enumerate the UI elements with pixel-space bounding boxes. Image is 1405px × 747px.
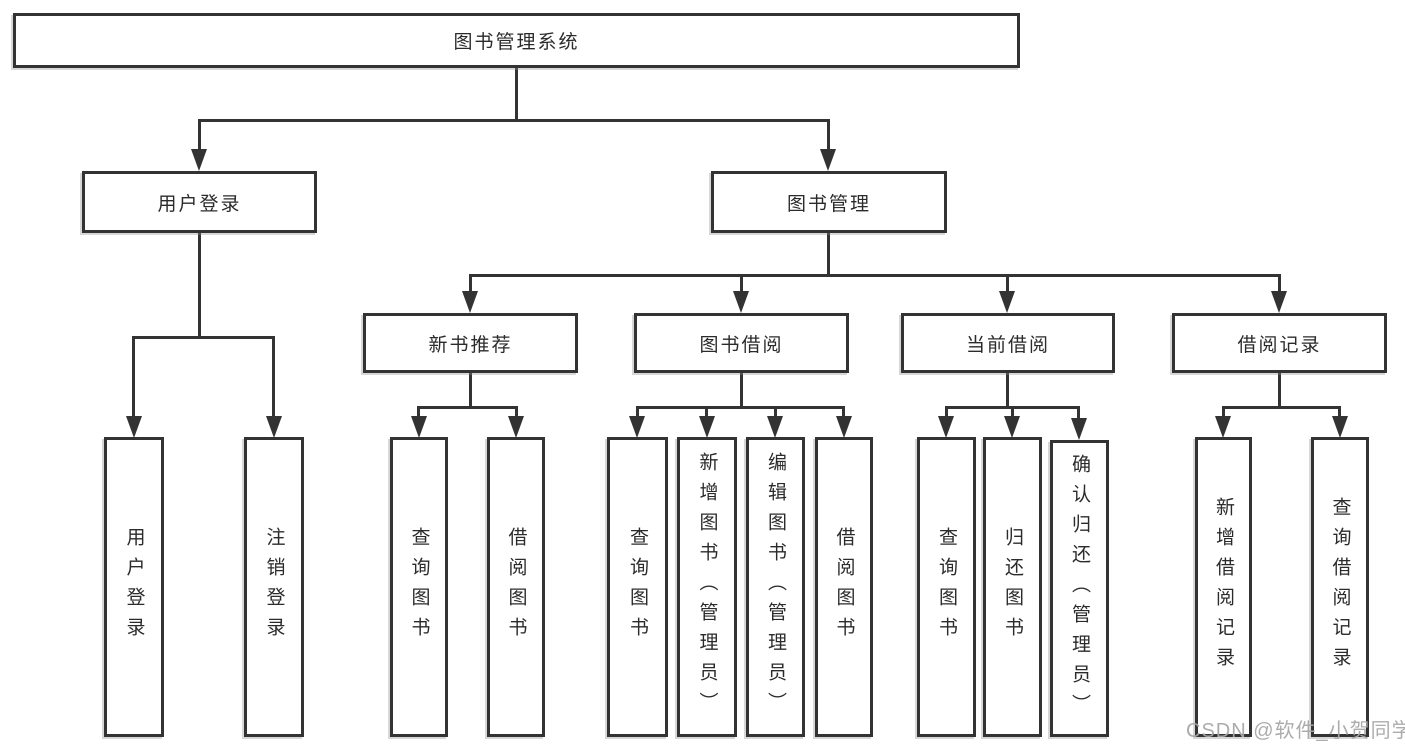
node-label: 新书推荐 (428, 334, 513, 356)
node-label: 借阅记录 (1237, 334, 1322, 356)
leaf-return-books: 归还图书 (983, 437, 1042, 737)
leaf-add-books-admin: 新增图书（管理员） (677, 437, 737, 737)
connector-drop (1278, 274, 1281, 296)
connector-drop (1338, 406, 1341, 420)
connector-user-login-stem (198, 233, 201, 336)
connector-book-borrowing-rail (636, 406, 845, 409)
connector-drop (842, 406, 845, 420)
node-label: 借阅图书 (505, 527, 527, 647)
connector-drop (1222, 406, 1225, 420)
connector-new-book-stem (469, 373, 472, 406)
node-label: 新增借阅记录 (1213, 497, 1234, 677)
connector-root-stem (515, 68, 518, 119)
arrowhead-icon (462, 291, 478, 313)
arrowhead-icon (191, 149, 207, 171)
leaf-query-books-2: 查询图书 (607, 437, 668, 737)
connector-user-login-rail (132, 336, 275, 339)
node-label: 查询图书 (936, 527, 957, 647)
leaf-add-borrow-record: 新增借阅记录 (1195, 437, 1252, 737)
arrowhead-icon (1004, 416, 1020, 438)
node-book-borrowing: 图书借阅 (634, 313, 849, 373)
connector-drop (1011, 406, 1014, 420)
leaf-edit-books-admin: 编辑图书（管理员） (746, 437, 805, 737)
arrowhead-icon (836, 416, 852, 438)
arrowhead-icon (1071, 418, 1087, 440)
node-borrowing-records: 借阅记录 (1172, 313, 1387, 373)
node-label: 确认归还（管理员） (1069, 453, 1090, 724)
node-label: 图书借阅 (699, 334, 784, 356)
arrowhead-icon (1215, 416, 1231, 438)
leaf-user-login: 用户登录 (104, 437, 164, 737)
node-new-book-recommend: 新书推荐 (363, 313, 578, 373)
connector-borrowing-records-stem (1278, 373, 1281, 406)
connector-user-login-drop (198, 119, 201, 152)
connector-current-borrowing-stem (1006, 373, 1009, 406)
arrowhead-icon (733, 291, 749, 313)
leaf-query-books-3: 查询图书 (917, 437, 976, 737)
connector-book-management-stem (827, 233, 830, 274)
leaf-confirm-return-admin: 确认归还（管理员） (1050, 440, 1109, 737)
arrowhead-icon (629, 416, 645, 438)
arrowhead-icon (999, 291, 1015, 313)
connector-borrowing-records-rail (1222, 406, 1341, 409)
connector-book-borrowing-stem (740, 373, 743, 406)
csdn-watermark: CSDN @软件_小贺同学 (1186, 720, 1405, 742)
connector-drop (740, 274, 743, 296)
connector-drop (705, 406, 708, 420)
connector-new-book-rail (417, 406, 518, 409)
arrowhead-icon (126, 416, 142, 438)
connector-drop (515, 406, 518, 420)
node-label: 用户登录 (123, 527, 145, 647)
leaf-logout: 注销登录 (244, 437, 304, 737)
node-label: 查询图书 (627, 527, 648, 647)
arrowhead-icon (699, 416, 715, 438)
connector-level2-rail (198, 119, 830, 122)
arrowhead-icon (508, 416, 524, 438)
node-current-borrowing: 当前借阅 (901, 313, 1115, 373)
connector-level3-rail (469, 274, 1281, 277)
node-label: 图书管理 (786, 193, 871, 215)
connector-drop (132, 336, 135, 420)
arrowhead-icon (1332, 416, 1348, 438)
leaf-query-books-1: 查询图书 (390, 437, 448, 737)
node-label: 编辑图书（管理员） (765, 452, 786, 722)
connector-drop (774, 406, 777, 420)
connector-drop (1077, 406, 1080, 420)
arrowhead-icon (266, 416, 282, 438)
arrowhead-icon (767, 416, 783, 438)
arrowhead-icon (1271, 291, 1287, 313)
leaf-borrow-books-2: 借阅图书 (815, 437, 873, 737)
node-label: 借阅图书 (833, 527, 855, 647)
arrowhead-icon (820, 149, 836, 171)
arrowhead-icon (411, 416, 427, 438)
connector-drop (417, 406, 420, 420)
node-label: 用户登录 (157, 193, 242, 215)
node-label: 查询图书 (408, 527, 430, 647)
connector-drop (1006, 274, 1009, 296)
node-label: 图书管理系统 (453, 32, 580, 53)
node-label: 注销登录 (263, 527, 285, 647)
leaf-borrow-books-1: 借阅图书 (487, 437, 545, 737)
connector-drop (945, 406, 948, 420)
node-user-login: 用户登录 (82, 171, 317, 233)
node-label: 新增图书（管理员） (696, 452, 718, 722)
node-label: 归还图书 (1002, 527, 1023, 647)
leaf-query-borrow-record: 查询借阅记录 (1311, 437, 1369, 737)
node-label: 查询借阅记录 (1329, 497, 1351, 677)
node-label: 当前借阅 (965, 334, 1050, 356)
arrowhead-icon (938, 416, 954, 438)
connector-drop (636, 406, 639, 420)
node-library-management-system: 图书管理系统 (13, 13, 1020, 68)
connector-drop (469, 274, 472, 296)
node-book-management: 图书管理 (711, 171, 947, 233)
connector-book-management-drop (827, 119, 830, 152)
connector-drop (272, 336, 275, 420)
